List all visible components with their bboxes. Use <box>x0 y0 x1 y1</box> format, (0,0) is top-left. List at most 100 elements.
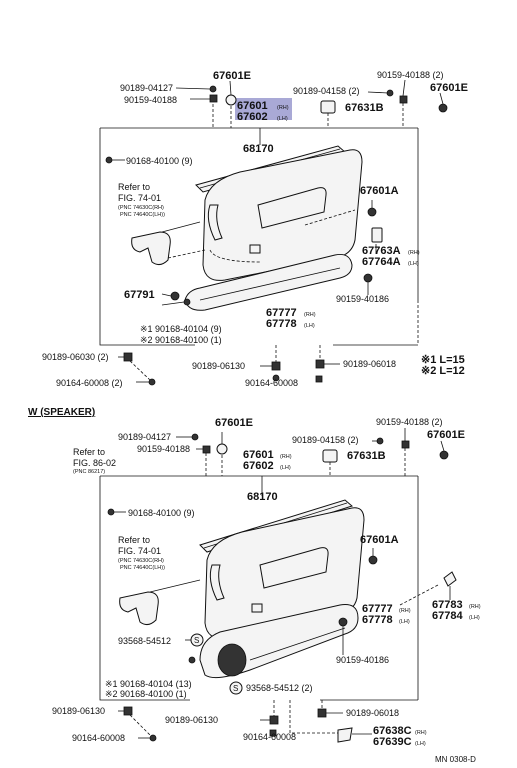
label-67602: 67602 <box>237 111 268 123</box>
label-refer-to: Refer to <box>118 535 150 545</box>
label-67783-side: (RH) <box>469 604 481 610</box>
label-67763a: 67763A <box>362 245 401 257</box>
speaker-grille-icon <box>217 643 247 677</box>
clip-icon <box>183 298 191 306</box>
label-67602-side: (LH) <box>277 116 288 122</box>
label-90189-06018: 90189-06018 <box>343 359 396 369</box>
label-90159-40188: 90159-40188 <box>137 444 190 454</box>
label-pnc-74630c: (PNC 74630C(RH) <box>118 205 164 211</box>
screw-icon <box>363 273 373 283</box>
label-note1-90168-40104: ※1 90168-40104 (9) <box>140 324 222 334</box>
label-refer-to: Refer to <box>118 182 150 192</box>
s-symbol-text: S <box>194 636 199 645</box>
label-67631b: 67631B <box>347 450 386 462</box>
label-90168-40100: 90168-40100 (9) <box>128 508 195 518</box>
label-67784-side: (LH) <box>469 615 480 621</box>
cap-icon <box>216 443 228 455</box>
label-67601-side: (RH) <box>277 105 289 111</box>
label-67778-side: (LH) <box>399 619 410 625</box>
trim-hole-icon <box>251 603 263 613</box>
clip-67783-icon <box>443 571 457 587</box>
screw-icon <box>315 359 325 369</box>
footer-code: MN 0308-D <box>435 755 476 764</box>
washer-icon <box>315 375 323 383</box>
label-67778: 67778 <box>362 614 393 626</box>
screw-icon <box>317 708 327 718</box>
label-pnc-74640c: PNC 74640C(LH)) <box>120 565 165 571</box>
label-67777-side: (RH) <box>304 312 316 318</box>
label-90159-40188-2: 90159-40188 (2) <box>377 70 444 80</box>
label-note2-90168-40100: ※2 90168-40100 (1) <box>105 689 187 699</box>
label-pnc-86217: (PNC 86217) <box>73 469 105 475</box>
clip-icon <box>107 508 115 516</box>
screw-icon <box>269 715 279 725</box>
label-67764a-side: (LH) <box>408 261 419 267</box>
label-93568-54512-2: 93568-54512 (2) <box>246 683 313 693</box>
label-67601a: 67601A <box>360 185 399 197</box>
clip-icon <box>105 156 113 164</box>
label-67601e: 67601E <box>215 417 253 429</box>
cover-67631b-icon <box>320 100 336 114</box>
label-note1-90168-40104: ※1 90168-40104 (13) <box>105 679 192 689</box>
panel-edge-icon <box>209 564 225 601</box>
s-screw-symbol-icon <box>229 681 243 695</box>
label-90168-40100: 90168-40100 (9) <box>126 156 193 166</box>
label-67778: 67778 <box>266 318 297 330</box>
trim-hole-icon <box>249 244 261 254</box>
screw-icon <box>271 361 281 371</box>
label-67602-side: (LH) <box>280 465 291 471</box>
label-67601: 67601 <box>243 449 274 461</box>
cap-icon <box>438 103 448 113</box>
label-67638c-side: (RH) <box>415 730 427 736</box>
armrest-recess-icon <box>259 547 329 589</box>
bottom-diagram: S S 90189-04127 67601E 90159-40188 Refer… <box>52 417 481 748</box>
label-67601e: 67601E <box>213 70 251 82</box>
screw-icon <box>123 352 133 362</box>
top-diagram: 90189-04127 90159-40188 67601E 67601 (RH… <box>42 70 468 388</box>
label-67777-side: (RH) <box>399 608 411 614</box>
label-note2-90168-40100: ※2 90168-40100 (1) <box>140 335 222 345</box>
label-67601-side: (RH) <box>280 454 292 460</box>
label-67763a-side: (RH) <box>408 250 420 256</box>
label-90164-60008: 90164-60008 (2) <box>56 378 123 388</box>
label-67601e-right: 67601E <box>430 82 468 94</box>
label-93568-54512: 93568-54512 <box>118 636 171 646</box>
label-90189-06018: 90189-06018 <box>346 708 399 718</box>
label-68170: 68170 <box>243 143 274 155</box>
label-67784: 67784 <box>432 610 463 622</box>
label-67791: 67791 <box>124 289 155 301</box>
label-68170: 68170 <box>247 491 278 503</box>
label-length-note1: ※1 L=15 <box>421 354 465 366</box>
cover-67638c-icon <box>337 727 353 743</box>
label-90189-04158: 90189-04158 (2) <box>292 435 359 445</box>
label-67639c: 67639C <box>373 736 412 748</box>
label-67601a: 67601A <box>360 534 399 546</box>
washer-icon <box>272 374 280 382</box>
label-90159-40188: 90159-40188 <box>124 95 177 105</box>
label-90159-40188-2: 90159-40188 (2) <box>376 417 443 427</box>
label-90164-60008: 90164-60008 <box>72 733 125 743</box>
label-67601: 67601 <box>237 100 268 112</box>
label-90189-06130: 90189-06130 <box>192 361 245 371</box>
label-90189-04158: 90189-04158 (2) <box>293 86 360 96</box>
label-67783: 67783 <box>432 599 463 611</box>
label-67777: 67777 <box>266 307 297 319</box>
screw-icon <box>188 656 196 664</box>
inside-handle-bezel-icon <box>131 231 171 266</box>
label-67631b: 67631B <box>345 102 384 114</box>
section-title-speaker: W (SPEAKER) <box>28 407 95 418</box>
clip-icon <box>191 433 199 441</box>
label-67601e-right: 67601E <box>427 429 465 441</box>
label-67777: 67777 <box>362 603 393 615</box>
cap-icon <box>439 450 449 460</box>
label-pnc-74630c: (PNC 74630C(RH) <box>118 558 164 564</box>
label-67638c: 67638C <box>373 725 412 737</box>
label-90159-40186: 90159-40186 <box>336 294 389 304</box>
screw-icon <box>401 440 410 449</box>
clip-67601a-icon <box>367 207 377 217</box>
clip-67601a-icon <box>368 555 378 565</box>
label-67639c-side: (LH) <box>415 741 426 747</box>
panel-edge-icon <box>207 204 223 241</box>
screw-icon <box>399 95 408 104</box>
